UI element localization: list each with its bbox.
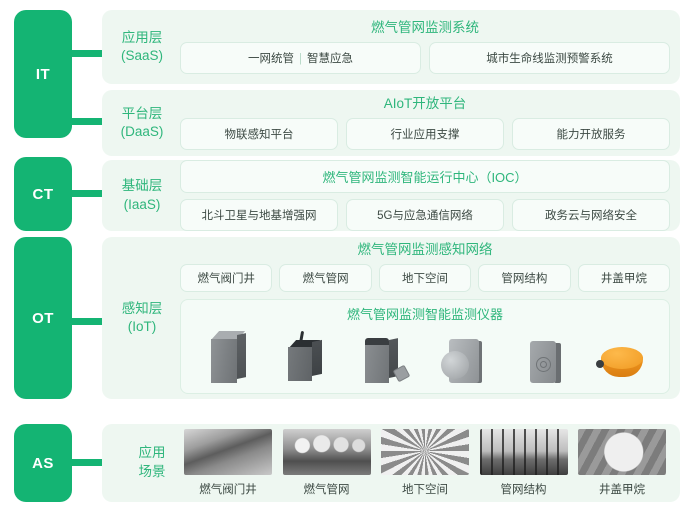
scene-caption-1: 燃气管网 bbox=[303, 484, 350, 496]
scene-item-1[interactable]: 燃气管网 bbox=[282, 429, 371, 497]
scene-photo-valve-well bbox=[184, 429, 272, 475]
scene-photo-manhole-methane bbox=[578, 429, 666, 475]
chip-row-daas: 物联感知平台 行业应用支撑 能力开放服务 bbox=[180, 117, 670, 150]
scene-photo-gas-network bbox=[282, 429, 371, 475]
layer-label-iaas-line1: 基础层 bbox=[121, 178, 163, 194]
scene-photo-underground-space bbox=[381, 429, 469, 475]
pillar-ot[interactable]: OT bbox=[14, 237, 72, 399]
device-image-tall-unit[interactable] bbox=[197, 327, 257, 387]
chip-iaas-1[interactable]: 5G与应急通信网络 bbox=[346, 199, 504, 231]
section-title-daas: AIoT开放平台 bbox=[383, 96, 467, 112]
device-front-face bbox=[287, 346, 312, 381]
chip-iaas-0[interactable]: 北斗卫星与地基增强网 bbox=[180, 199, 338, 231]
connector-it-daas bbox=[72, 118, 102, 125]
device-image-sonar-unit[interactable] bbox=[514, 327, 574, 387]
connector-ct-iaas bbox=[72, 190, 102, 197]
scene-photo-pipeline-structure bbox=[479, 429, 568, 475]
scene-list: 燃气阀门井 燃气管网 地下空间 管网结构 井盖甲烷 bbox=[184, 429, 666, 497]
chip-saas-0-text2: 智慧应急 bbox=[307, 52, 353, 65]
connector-as-scenes bbox=[72, 459, 102, 466]
tag-iot-2[interactable]: 地下空间 bbox=[378, 263, 472, 292]
layer-panel-daas: 平台层 (DaaS) AIoT开放平台 物联感知平台 行业应用支撑 能力开放服务 bbox=[102, 90, 680, 156]
device-side-face bbox=[311, 339, 322, 376]
section-title-saas: 燃气管网监测系统 bbox=[371, 20, 479, 36]
connector-ot-iot bbox=[72, 318, 102, 325]
chip-daas-0[interactable]: 物联感知平台 bbox=[180, 117, 338, 150]
scene-caption-0: 燃气阀门井 bbox=[199, 484, 257, 496]
layer-label-scenarios-line1: 应用 bbox=[138, 445, 166, 461]
layer-body-scenarios: 燃气阀门井 燃气管网 地下空间 管网结构 井盖甲烷 bbox=[184, 424, 666, 502]
layer-label-saas-line1: 应用层 bbox=[121, 29, 163, 45]
connector-it-saas bbox=[72, 50, 102, 57]
device-sonar-ring-outer bbox=[535, 356, 551, 372]
layer-label-scenarios-line2: 场景 bbox=[138, 464, 166, 479]
tag-iot-0[interactable]: 燃气阀门井 bbox=[180, 263, 273, 292]
device-gallery: 燃气管网监测智能监测仪器 bbox=[180, 298, 670, 394]
ioc-box[interactable]: 燃气管网监测智能运行中心（IOC） bbox=[180, 160, 670, 193]
device-disc bbox=[440, 350, 469, 379]
layer-panel-saas: 应用层 (SaaS) 燃气管网监测系统 一网统管 | 智慧应急 城市生命线监测预警系… bbox=[102, 10, 680, 84]
layer-panel-iaas: 基础层 (IaaS) 燃气管网监测智能运行中心（IOC） 北斗卫星与地基增强网 … bbox=[102, 160, 680, 231]
device-front-face bbox=[210, 338, 237, 383]
pillar-it-label: IT bbox=[35, 65, 51, 83]
chip-daas-1[interactable]: 行业应用支撑 bbox=[346, 117, 504, 150]
chip-saas-0-divider: | bbox=[299, 52, 302, 65]
device-list bbox=[187, 325, 663, 387]
device-image-plug-unit[interactable] bbox=[355, 327, 415, 387]
layer-label-saas: 应用层 (SaaS) bbox=[110, 10, 174, 84]
device-front-face bbox=[365, 344, 390, 383]
layer-label-iot-line1: 感知层 bbox=[121, 300, 163, 316]
chip-row-iaas: 北斗卫星与地基增强网 5G与应急通信网络 政务云与网络安全 bbox=[180, 199, 670, 231]
scene-item-3[interactable]: 管网结构 bbox=[479, 429, 568, 497]
layer-label-daas-line2: (DaaS) bbox=[120, 124, 164, 139]
device-sonar-ring-inner bbox=[539, 360, 547, 368]
device-dome-top bbox=[601, 346, 644, 369]
layer-body-daas: AIoT开放平台 物联感知平台 行业应用支撑 能力开放服务 bbox=[180, 90, 670, 156]
tag-row-iot: 燃气阀门井 燃气管网 地下空间 管网结构 井盖甲烷 bbox=[180, 263, 671, 292]
layer-label-iaas: 基础层 (IaaS) bbox=[110, 160, 174, 231]
device-gallery-title: 燃气管网监测智能监测仪器 bbox=[346, 306, 503, 322]
scene-caption-3: 管网结构 bbox=[500, 484, 547, 496]
layer-label-iaas-line2: (IaaS) bbox=[123, 196, 161, 212]
layer-body-iot: 燃气管网监测感知网络 燃气阀门井 燃气管网 地下空间 管网结构 井盖甲烷 燃气管… bbox=[180, 237, 671, 399]
layer-body-saas: 燃气管网监测系统 一网统管 | 智慧应急 城市生命线监测预警系统 bbox=[180, 10, 670, 84]
chip-saas-1[interactable]: 城市生命线监测预警系统 bbox=[429, 41, 670, 74]
chip-daas-2[interactable]: 能力开放服务 bbox=[512, 117, 670, 150]
device-image-methane-dome[interactable] bbox=[593, 327, 653, 387]
layer-label-iot: 感知层 (IoT) bbox=[110, 237, 174, 399]
layer-label-daas-line1: 平台层 bbox=[121, 105, 163, 121]
chip-saas-0-text: 一网统管 bbox=[248, 52, 294, 65]
chip-saas-0[interactable]: 一网统管 | 智慧应急 bbox=[180, 41, 421, 74]
chip-iaas-2[interactable]: 政务云与网络安全 bbox=[512, 199, 670, 231]
layer-label-daas: 平台层 (DaaS) bbox=[110, 90, 174, 156]
pillar-ct-label: CT bbox=[32, 185, 54, 203]
pillar-ct[interactable]: CT bbox=[14, 157, 72, 231]
scene-caption-4: 井盖甲烷 bbox=[599, 484, 645, 496]
device-cap bbox=[365, 337, 390, 348]
chip-row-saas: 一网统管 | 智慧应急 城市生命线监测预警系统 bbox=[180, 41, 670, 74]
scene-item-2[interactable]: 地下空间 bbox=[381, 429, 469, 497]
layer-body-iaas: 燃气管网监测智能运行中心（IOC） 北斗卫星与地基增强网 5G与应急通信网络 政… bbox=[180, 160, 670, 231]
tag-iot-3[interactable]: 管网结构 bbox=[478, 263, 571, 292]
tag-iot-1[interactable]: 燃气管网 bbox=[279, 263, 372, 292]
pillar-as-label: AS bbox=[32, 454, 54, 472]
device-image-disc-sensor[interactable] bbox=[435, 327, 495, 387]
section-title-iot: 燃气管网监测感知网络 bbox=[357, 242, 493, 258]
device-side-face bbox=[236, 332, 246, 379]
layer-label-iot-line2: (IoT) bbox=[127, 319, 157, 334]
scene-item-4[interactable]: 井盖甲烷 bbox=[578, 429, 666, 497]
tag-iot-4[interactable]: 井盖甲烷 bbox=[577, 263, 671, 292]
scene-caption-2: 地下空间 bbox=[402, 484, 448, 496]
device-dome-nub bbox=[596, 359, 605, 368]
layer-panel-scenarios: 应用 场景 燃气阀门井 燃气管网 地下空间 管网结构 bbox=[102, 424, 680, 502]
layer-panel-iot: 感知层 (IoT) 燃气管网监测感知网络 燃气阀门井 燃气管网 地下空间 管网结… bbox=[102, 237, 680, 399]
scene-item-0[interactable]: 燃气阀门井 bbox=[184, 429, 272, 497]
layer-label-scenarios: 应用 场景 bbox=[122, 424, 182, 502]
device-side-face bbox=[553, 342, 561, 383]
pillar-it[interactable]: IT bbox=[14, 10, 72, 138]
layer-label-saas-line2: (SaaS) bbox=[120, 48, 164, 63]
pillar-as[interactable]: AS bbox=[14, 424, 72, 502]
pillar-ot-label: OT bbox=[32, 309, 54, 327]
device-image-antenna-unit[interactable] bbox=[276, 327, 336, 387]
